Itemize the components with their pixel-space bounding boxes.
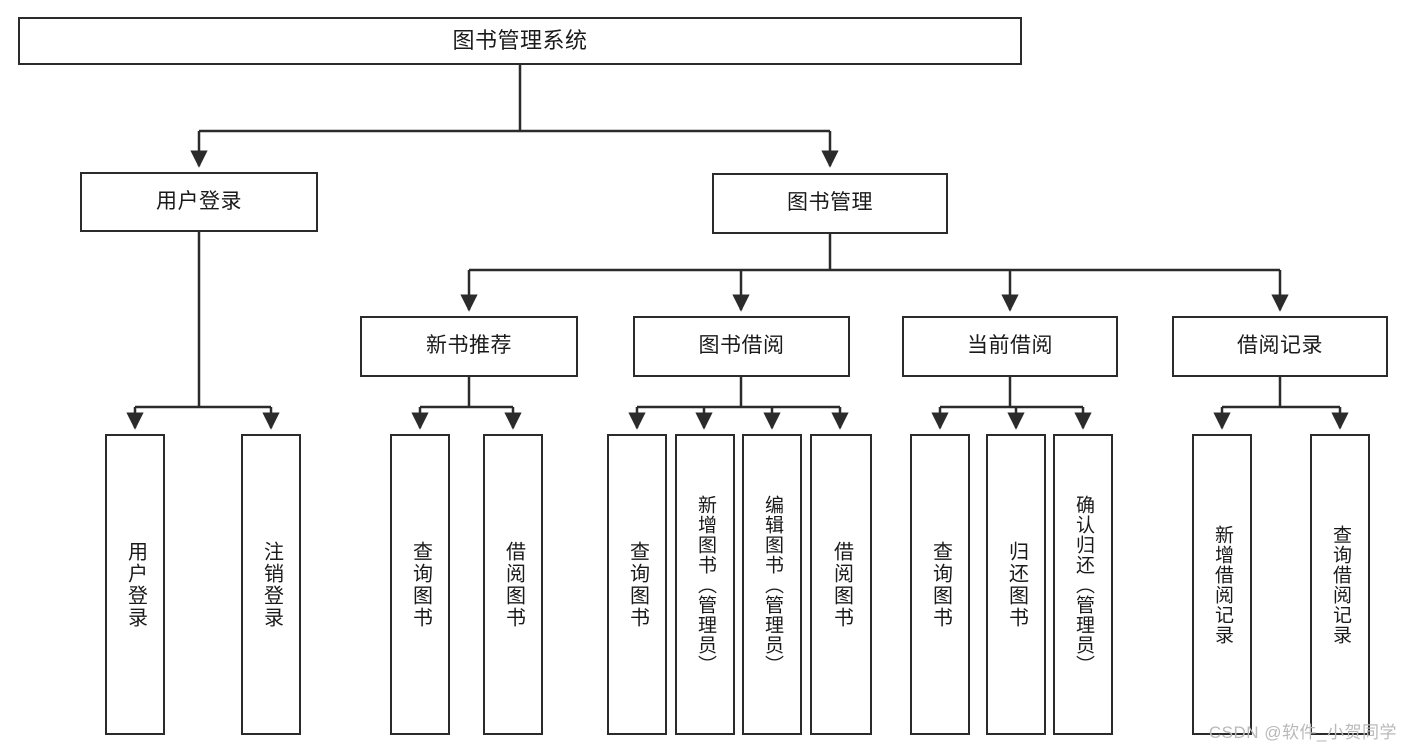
node-label: 图书借阅: [698, 334, 785, 358]
node-leaf-add-book-admin[interactable]: 新增图书（管理员）: [675, 434, 735, 735]
node-leaf-user-login[interactable]: 用户登录: [105, 434, 165, 735]
node-label: 借阅图书: [502, 540, 525, 629]
node-user-login[interactable]: 用户登录: [80, 172, 318, 232]
node-new-book-recommend[interactable]: 新书推荐: [360, 316, 578, 377]
node-label: 用户登录: [156, 189, 242, 213]
node-label: 查询图书: [626, 540, 649, 629]
node-label: 新书推荐: [426, 334, 512, 358]
node-leaf-borrow-book[interactable]: 借阅图书: [810, 434, 872, 735]
node-leaf-add-borrow-record[interactable]: 新增借阅记录: [1192, 434, 1252, 735]
node-borrow-record[interactable]: 借阅记录: [1172, 316, 1388, 377]
node-label: 查询图书: [929, 540, 952, 629]
node-book-borrow[interactable]: 图书借阅: [633, 316, 850, 377]
node-label: 借阅记录: [1237, 334, 1323, 358]
node-leaf-return-book[interactable]: 归还图书: [986, 434, 1046, 735]
node-label: 新增图书（管理员）: [694, 494, 716, 675]
node-label: 新增借阅记录: [1211, 524, 1233, 645]
node-book-management[interactable]: 图书管理: [712, 173, 948, 234]
node-current-borrow[interactable]: 当前借阅: [902, 316, 1118, 377]
node-label: 查询图书: [409, 540, 432, 629]
node-leaf-query-book-current[interactable]: 查询图书: [910, 434, 970, 735]
node-label: 图书管理: [787, 191, 873, 215]
node-root-system[interactable]: 图书管理系统: [18, 17, 1022, 65]
node-leaf-query-book-new[interactable]: 查询图书: [390, 434, 450, 735]
node-label: 编辑图书（管理员）: [761, 494, 783, 675]
node-leaf-borrow-book-new[interactable]: 借阅图书: [483, 434, 543, 735]
node-label: 查询借阅记录: [1329, 524, 1351, 645]
node-label: 用户登录: [124, 540, 147, 629]
node-leaf-confirm-return-admin[interactable]: 确认归还（管理员）: [1053, 434, 1113, 735]
node-label: 当前借阅: [967, 334, 1053, 358]
csdn-watermark: CSDN @软件_小贺同学: [1208, 723, 1397, 742]
node-label: 确认归还（管理员）: [1072, 494, 1094, 675]
node-leaf-logout[interactable]: 注销登录: [241, 434, 301, 735]
node-leaf-query-book[interactable]: 查询图书: [607, 434, 667, 735]
node-label: 归还图书: [1005, 540, 1028, 629]
node-label: 注销登录: [260, 540, 283, 629]
node-label: 图书管理系统: [452, 28, 588, 54]
node-label: 借阅图书: [830, 540, 853, 629]
node-leaf-query-borrow-record[interactable]: 查询借阅记录: [1310, 434, 1370, 735]
node-leaf-edit-book-admin[interactable]: 编辑图书（管理员）: [742, 434, 802, 735]
